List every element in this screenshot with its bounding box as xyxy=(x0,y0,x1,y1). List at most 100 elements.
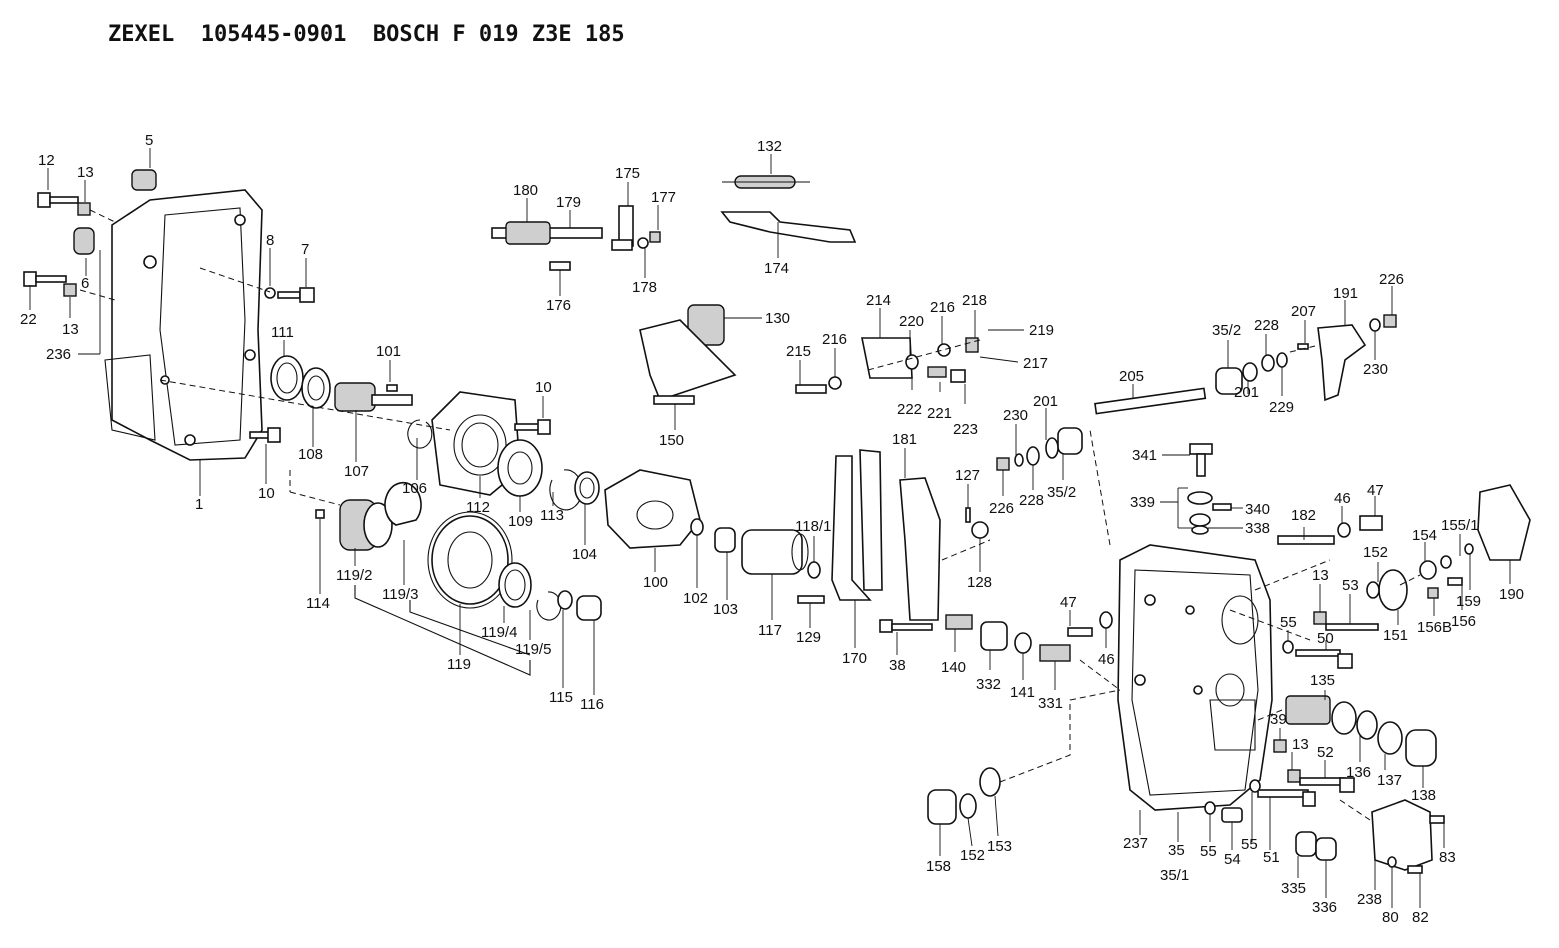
label-47: 47 xyxy=(1060,594,1077,611)
washer-118-1 xyxy=(807,561,821,579)
label-12: 12 xyxy=(38,152,55,169)
label-140: 140 xyxy=(941,659,966,676)
washer-216a xyxy=(828,376,842,390)
pin-207 xyxy=(1297,343,1309,350)
label-82: 82 xyxy=(1412,909,1429,926)
label-22: 22 xyxy=(20,311,37,328)
label-177: 177 xyxy=(651,189,676,206)
ring-119-4 xyxy=(498,562,532,608)
diagram-title: ZEXEL 105445-0901 BOSCH F 019 Z3E 185 xyxy=(108,22,625,47)
segment-119-3 xyxy=(384,481,422,526)
label-229: 229 xyxy=(1269,399,1294,416)
bush-35-2b xyxy=(1215,367,1243,395)
ring-152b xyxy=(959,793,977,819)
bolt-10b xyxy=(249,427,281,443)
cover-238 xyxy=(1371,799,1433,871)
cover-151 xyxy=(1378,569,1408,611)
label-137: 137 xyxy=(1377,772,1402,789)
washer-228b xyxy=(1261,354,1275,372)
screw-340 xyxy=(1212,503,1232,511)
bolt-10a xyxy=(514,419,551,435)
bearing-109 xyxy=(497,439,543,497)
label-8: 8 xyxy=(266,232,274,249)
fitting-6 xyxy=(73,227,95,255)
nut-177 xyxy=(649,231,661,243)
label-335: 335 xyxy=(1281,880,1306,897)
ring-141 xyxy=(1014,632,1032,654)
label-106: 106 xyxy=(402,480,427,497)
label-336: 336 xyxy=(1312,899,1337,916)
screw-215 xyxy=(795,384,827,394)
label-205: 205 xyxy=(1119,368,1144,385)
label-10: 10 xyxy=(258,485,275,502)
label-114: 114 xyxy=(306,595,330,612)
washer-230a xyxy=(1014,453,1024,467)
label-51: 51 xyxy=(1263,849,1280,866)
label-159: 159 xyxy=(1456,593,1481,610)
bolt-22 xyxy=(23,271,77,297)
label-201: 201 xyxy=(1234,384,1259,401)
label-226: 226 xyxy=(989,500,1014,517)
label-104: 104 xyxy=(572,546,597,563)
label-129: 129 xyxy=(796,629,821,646)
bolt-52 xyxy=(1299,777,1355,793)
nut-13a xyxy=(77,202,91,216)
label-158: 158 xyxy=(926,858,951,875)
label-116: 116 xyxy=(580,696,604,713)
label-5: 5 xyxy=(145,132,153,149)
label-13: 13 xyxy=(77,164,94,181)
label-115: 115 xyxy=(549,689,573,706)
label-218: 218 xyxy=(962,292,987,309)
label-117: 117 xyxy=(758,622,782,639)
washer-201a xyxy=(1045,437,1059,459)
label-220: 220 xyxy=(899,313,924,330)
nut-13c xyxy=(1313,611,1327,625)
label-35-1: 35/1 xyxy=(1160,867,1189,884)
label-226: 226 xyxy=(1379,271,1404,288)
label-219: 219 xyxy=(1029,322,1054,339)
label-118-1: 118/1 xyxy=(795,518,831,535)
label-119: 119 xyxy=(447,656,471,673)
seal-80 xyxy=(1387,856,1397,868)
spring-132 xyxy=(722,175,810,189)
spring-221 xyxy=(927,366,947,378)
label-53: 53 xyxy=(1342,577,1359,594)
label-230: 230 xyxy=(1003,407,1028,424)
label-175: 175 xyxy=(615,165,640,182)
washer-230b xyxy=(1369,318,1381,332)
washer-178 xyxy=(637,237,649,249)
label-132: 132 xyxy=(757,138,782,155)
label-228: 228 xyxy=(1019,492,1044,509)
label-6: 6 xyxy=(81,275,89,292)
label-236: 236 xyxy=(46,346,71,363)
label-221: 221 xyxy=(927,405,952,422)
label-216: 216 xyxy=(930,299,955,316)
label-340: 340 xyxy=(1245,501,1270,518)
label-228: 228 xyxy=(1254,317,1279,334)
label-46: 46 xyxy=(1334,490,1351,507)
nut-226a xyxy=(996,457,1010,471)
washer-46 xyxy=(1337,522,1351,538)
part-labels: 12 13 5 8 7 6 22 13 236 111 101 10 108 1… xyxy=(20,132,1524,926)
nut-220 xyxy=(905,354,919,370)
screw-82 xyxy=(1407,865,1423,874)
label-52: 52 xyxy=(1317,744,1334,761)
nut-332 xyxy=(980,621,1008,651)
fitting-339 xyxy=(1187,491,1213,527)
washer-216b xyxy=(937,343,951,357)
bolt-50 xyxy=(1295,649,1353,669)
label-107: 107 xyxy=(344,463,369,480)
bolt-53 xyxy=(1325,623,1379,631)
label-113: 113 xyxy=(540,507,564,524)
label-13: 13 xyxy=(1292,736,1309,753)
washer-201b xyxy=(1242,362,1258,382)
label-100: 100 xyxy=(643,574,668,591)
ring-154 xyxy=(1419,560,1437,580)
label-55: 55 xyxy=(1280,614,1297,631)
nut-156b xyxy=(1427,587,1439,599)
ring-153 xyxy=(979,767,1001,797)
lever-181 xyxy=(899,477,941,621)
label-152: 152 xyxy=(960,847,985,864)
block-214 xyxy=(861,337,913,379)
label-339: 339 xyxy=(1130,494,1155,511)
